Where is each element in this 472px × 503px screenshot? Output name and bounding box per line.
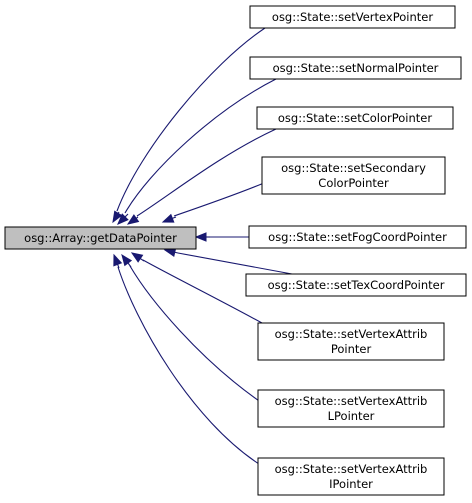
edge-connector [135,216,139,219]
node-set-normal-pointer-label: osg::State::setNormalPointer [273,61,439,75]
node-set-fog-coord-pointer[interactable]: osg::State::setFogCoordPointer [248,225,467,249]
node-set-vertex-attrib-pointer-label-line1: osg::State::setVertexAttrib [275,327,428,341]
node-set-vertex-attrib-l-pointer-label-line2: LPointer [328,409,375,423]
edge-connector [124,213,129,218]
arrowhead [161,213,175,223]
node-set-secondary-color-pointer-label-line2: ColorPointer [318,176,389,190]
node-set-secondary-color-pointer-label-line1: osg::State::setSecondary [281,161,426,175]
node-set-normal-pointer[interactable]: osg::State::setNormalPointer [249,56,462,80]
arrowhead [113,253,123,267]
edge-connector [172,216,177,219]
node-set-vertex-attrib-i-pointer[interactable]: osg::State::setVertexAttrib IPointer [257,457,445,496]
arrowhead [130,252,144,263]
node-set-secondary-color-pointer[interactable]: osg::State::setSecondary ColorPointer [261,156,446,195]
edge-set-vertex-attrib-l-pointer [129,265,263,404]
node-set-vertex-attrib-l-pointer-label-line1: osg::State::setVertexAttrib [275,394,428,408]
arrowhead [163,247,177,257]
edge-set-vertex-attrib-i-pointer [117,266,263,467]
node-set-vertex-attrib-l-pointer[interactable]: osg::State::setVertexAttrib LPointer [257,389,445,428]
node-set-vertex-attrib-pointer[interactable]: osg::State::setVertexAttrib Pointer [257,322,445,361]
arrowhead [126,214,140,225]
edge-set-tex-coord-pointer [177,252,293,275]
edge-set-color-pointer [136,128,277,217]
node-set-vertex-attrib-i-pointer-label-line1: osg::State::setVertexAttrib [275,462,428,476]
edge-set-vertex-attrib-pointer [142,259,263,324]
node-root[interactable]: osg::Array::getDataPointer [4,226,197,250]
edge-set-vertex-pointer [116,27,266,212]
arrowhead [194,232,207,242]
edge-connector [174,251,179,254]
edge-connector [117,264,120,269]
node-set-vertex-attrib-pointer-label-line2: Pointer [331,342,372,356]
edge-connector [117,211,120,214]
edge-connector [127,262,132,268]
edge-set-normal-pointer [124,78,277,214]
edge-connector [140,258,145,262]
node-set-color-pointer[interactable]: osg::State::setColorPointer [256,106,454,130]
node-set-fog-coord-pointer-label: osg::State::setFogCoordPointer [268,230,447,244]
node-root-label: osg::Array::getDataPointer [24,231,177,245]
node-set-vertex-pointer-label: osg::State::setVertexPointer [272,10,433,24]
edge-set-secondary-color-pointer [173,182,265,217]
edges-layer [112,27,293,467]
node-set-color-pointer-label: osg::State::setColorPointer [278,111,432,125]
node-set-tex-coord-pointer[interactable]: osg::State::setTexCoordPointer [245,273,467,297]
node-set-vertex-attrib-i-pointer-label-line2: IPointer [329,477,373,491]
node-set-vertex-pointer[interactable]: osg::State::setVertexPointer [249,5,456,29]
arrowhead [121,253,133,267]
node-set-tex-coord-pointer-label: osg::State::setTexCoordPointer [268,278,445,292]
